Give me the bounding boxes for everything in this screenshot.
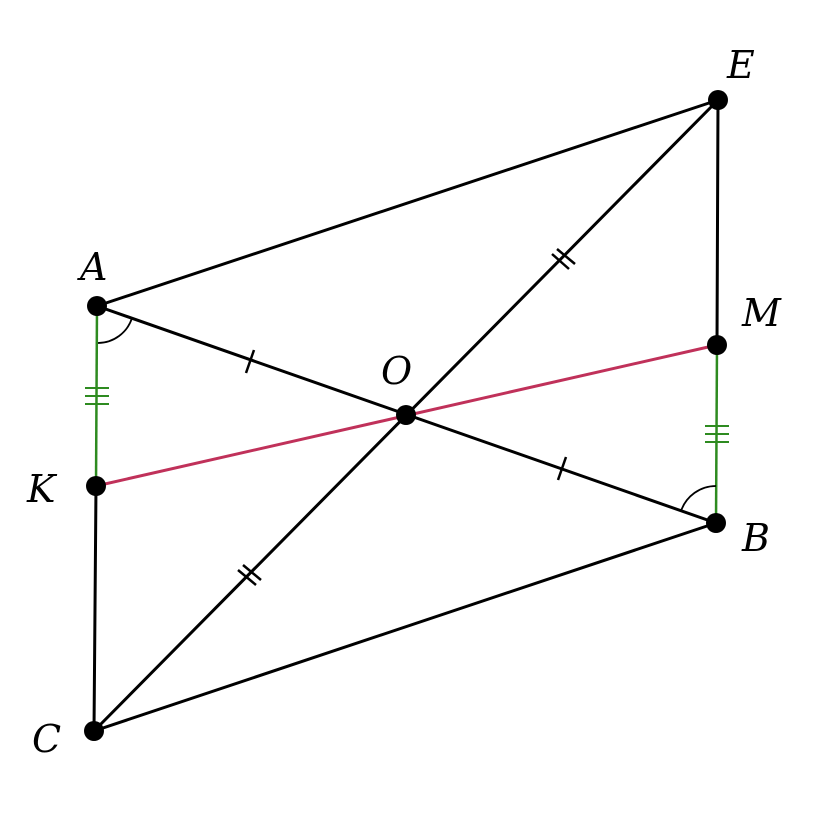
segment-EM: [715, 98, 720, 347]
tick-OB: [556, 456, 568, 481]
label-O: O: [381, 349, 412, 393]
point-K: [86, 476, 106, 496]
angle-arc-A: [97, 317, 133, 344]
triple-tick-AK: [85, 387, 109, 405]
label-E: E: [726, 43, 755, 87]
point-A: [87, 296, 107, 316]
point-M: [707, 335, 727, 355]
label-K: K: [26, 467, 58, 511]
label-A: A: [77, 245, 107, 289]
angle-arc-B: [680, 485, 717, 512]
label-C: C: [32, 717, 61, 761]
segment-KC: [92, 484, 98, 733]
double-tick-EO: [551, 248, 576, 270]
tick-AO: [244, 349, 256, 374]
label-B: B: [741, 516, 770, 560]
point-B: [706, 513, 726, 533]
point-C: [84, 721, 104, 741]
segment-AE: [95, 98, 720, 308]
point-E: [708, 90, 728, 110]
label-M: M: [741, 291, 782, 335]
double-tick-OC: [237, 564, 262, 586]
point-O: [396, 405, 416, 425]
triple-tick-MB: [705, 425, 729, 443]
segment-CB: [92, 521, 718, 733]
